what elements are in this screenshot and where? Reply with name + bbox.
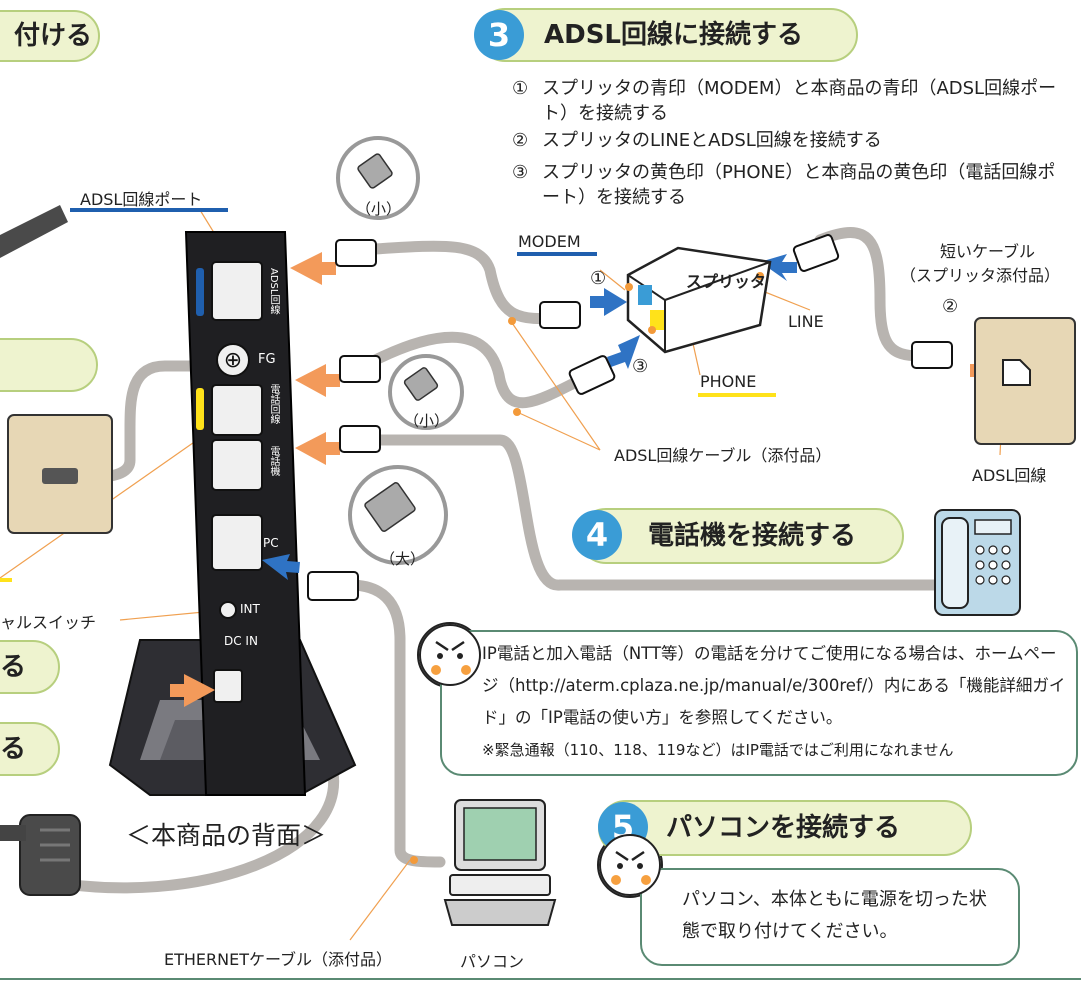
ip-phone-note-text: IP電話と加入電話（NTT等）の電話を分けてご使用になる場合は、ホームページ（h… [482, 644, 1066, 727]
device-label-int: INT [240, 602, 260, 616]
splitter-box [625, 246, 772, 354]
adsl-port-marker [70, 208, 228, 212]
step4-number: 4 [572, 510, 622, 560]
device-label-adsl: ADSL回線 [268, 268, 279, 315]
ethernet-cable-label: ETHERNETケーブル（添付品） [164, 950, 393, 969]
step4-title: 電話機を接続する [648, 521, 857, 551]
short-cable-label: 短いケーブル [940, 242, 1036, 261]
device-label-phone: 電話機 [268, 446, 279, 476]
left-partial-title: 付ける [14, 21, 93, 51]
step5-title: パソコンを接続する [666, 813, 901, 843]
splitter-label: スプリッタ [686, 272, 767, 291]
back-view-label: ＜本商品の背面＞ [126, 821, 327, 850]
num1-label: ① [590, 268, 607, 289]
pc-illustration [443, 799, 557, 926]
pc-label: パソコン [460, 952, 525, 971]
phone-label: PHONE [700, 372, 757, 391]
magnifiers [336, 136, 464, 565]
phone-marker [698, 393, 776, 397]
svg-text:⊕: ⊕ [224, 348, 242, 373]
step3-instruction-2: ② スプリッタのLINEとADSL回線を接続する [512, 130, 882, 151]
magnifier-large: （大） [380, 550, 426, 568]
adsl-cable-device-splitter [354, 240, 566, 325]
magnifier-small-1: （小） [356, 200, 402, 218]
emergency-note-text: ※緊急通報（110、118、119など）はIP電話ではご利用になれません [482, 741, 954, 759]
step5-header: パソコンを接続する [598, 800, 972, 856]
modem-marker [517, 252, 597, 256]
step3-title: ADSL回線に接続する [544, 20, 803, 50]
pc-power-note-text: パソコン、本体ともに電源を切った状態で取り付けてください。 [682, 889, 987, 942]
device-label-dc-in: DC IN [224, 634, 258, 648]
step3-number: 3 [474, 10, 524, 60]
adsl-cable-phone-splitter [354, 331, 596, 409]
num3-label: ③ [632, 356, 649, 377]
step3-instruction-3: ③ スプリッタの黄色印（PHONE）と本商品の黄色印（電話回線ポート）を接続する [512, 162, 1056, 208]
left-yellow-marker [0, 578, 12, 582]
device-body [184, 231, 307, 796]
magnifier-small-2: （小） [404, 412, 450, 430]
left-partial-pill-a: る [0, 640, 60, 694]
device-label-fg: FG [258, 352, 276, 367]
phone-cable [362, 434, 941, 591]
left-partial-pill-b: る [0, 722, 60, 776]
device-label-pc: PC [263, 536, 279, 550]
step4-header: 電話機を接続する [578, 508, 904, 564]
adsl-cable-label: ADSL回線ケーブル（添付品） [614, 446, 832, 465]
left-partial-empty-pill [0, 338, 98, 392]
short-cable [814, 227, 926, 362]
device-label-phone-line: 電話回線 [268, 384, 279, 424]
num2-label: ② [942, 296, 959, 317]
plugs [307, 234, 953, 601]
modem-label: MODEM [518, 232, 581, 251]
left-partial-title-pill: 付ける [0, 10, 100, 62]
pc-power-note: パソコン、本体ともに電源を切った状態で取り付けてください。 [640, 868, 1020, 966]
adsl-line-label: ADSL回線 [972, 466, 1047, 485]
step5-number: 5 [598, 802, 648, 852]
step3-instruction-1: ① スプリッタの青印（MODEM）と本商品の青印（ADSL回線ポート）を接続する [512, 78, 1057, 124]
telephone-illustration [934, 509, 1021, 616]
power-adapter [0, 814, 81, 896]
line-label: LINE [788, 312, 824, 331]
ethernet-cable [344, 579, 446, 868]
short-cable-note: （スプリッタ添付品） [900, 266, 1061, 285]
step3-header: ADSL回線に接続する [478, 8, 858, 62]
left-tool-shape [0, 205, 68, 258]
ip-phone-note: IP電話と加入電話（NTT等）の電話を分けてご使用になる場合は、ホームページ（h… [440, 630, 1078, 776]
adsl-port-label: ADSL回線ポート [80, 190, 203, 209]
internal-switch-label: ャルスイッチ [0, 613, 97, 632]
